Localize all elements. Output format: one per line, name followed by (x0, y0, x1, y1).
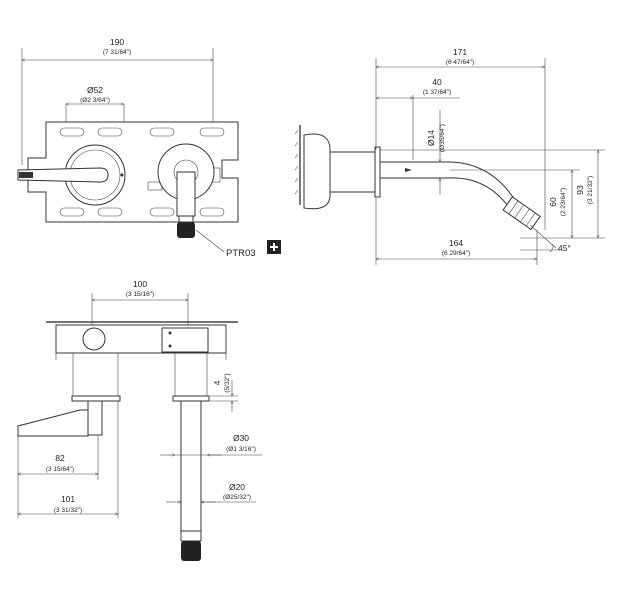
mounting-slot (199, 207, 225, 217)
total-drop-mm: 93 (575, 185, 585, 195)
spout-aerator (177, 222, 195, 238)
spout-aerator-top (181, 541, 201, 561)
diameter-dimension-mm: Ø52 (87, 85, 103, 95)
spout-pipe (379, 161, 516, 207)
lever-reach-mm: 82 (55, 453, 65, 463)
spacing-dimension-mm: 100 (133, 279, 147, 289)
spout-body (176, 171, 196, 217)
mounting-slot (59, 207, 85, 217)
valve-body (329, 151, 376, 193)
lever-tip (19, 172, 33, 178)
plus-icon (267, 240, 281, 254)
pipe-diameter-inch: (Ø35/64") (439, 124, 446, 152)
callout-leader (195, 229, 225, 253)
spout-rosette-side (374, 146, 381, 198)
reach-dimension-inch: (6 47/64") (446, 59, 474, 66)
front-view: 190 (7 31/64") Ø52 (Ø2 3/64") (17, 37, 281, 259)
side-view: 171 (6 47/64") 40 (1 37/64") Ø14 (Ø35/64… (294, 47, 605, 265)
lever-total-inch: (3 31/32") (54, 507, 82, 514)
mixer-cartridge (82, 327, 106, 351)
wall-flange (303, 133, 331, 210)
lever-reach-inch: (3 15/64") (46, 466, 74, 473)
mounting-slot (199, 127, 225, 137)
spout-drop-inch: (2 23/64") (560, 188, 567, 216)
mixer-lever (17, 167, 109, 183)
spout-connector (161, 327, 209, 353)
inner-diameter-mm: Ø20 (229, 482, 245, 492)
spout-length-inch: (6 29/64") (442, 250, 470, 257)
mixer-rosette-top (71, 395, 121, 402)
width-dimension-inch: (7 31/64") (103, 49, 131, 56)
diameter-dimension-inch: (Ø2 3/64") (80, 97, 110, 104)
spout-pipe-top (180, 400, 202, 532)
spout-rosette-top (172, 395, 210, 402)
top-view: 100 (3 15/16") 4 (5/32") (18, 279, 262, 561)
total-drop-inch: (3 21/32") (587, 176, 594, 204)
mounting-slot (149, 207, 175, 217)
reach-dimension-mm: 171 (453, 47, 467, 57)
pipe-diameter-mm: Ø14 (426, 130, 436, 146)
spout-aerator-side (502, 196, 541, 231)
protrusion-mm: 4 (212, 380, 222, 385)
mounting-slot (59, 127, 85, 137)
mixer-lever-top (17, 409, 89, 437)
mounting-slot (149, 127, 175, 137)
spacing-dimension-inch: (3 15/16") (126, 291, 154, 298)
spout-angle: 45° (558, 243, 571, 253)
spout-drop-mm: 60 (548, 197, 558, 207)
callout-label: PTR03 (226, 248, 256, 259)
offset-dimension-mm: 40 (432, 77, 442, 87)
mixer-lever-stem (87, 400, 103, 436)
outer-diameter-mm: Ø30 (233, 433, 249, 443)
protrusion-inch: (5/32") (224, 373, 231, 392)
mounting-slot (97, 127, 123, 137)
mounting-slot (97, 207, 123, 217)
inner-diameter-inch: (Ø25/32") (223, 494, 251, 501)
spout-length-mm: 164 (449, 238, 463, 248)
outer-diameter-inch: (Ø1 3/16") (226, 446, 256, 453)
lever-total-mm: 101 (61, 494, 75, 504)
offset-dimension-inch: (1 37/64") (423, 89, 451, 96)
width-dimension-mm: 190 (110, 37, 124, 47)
